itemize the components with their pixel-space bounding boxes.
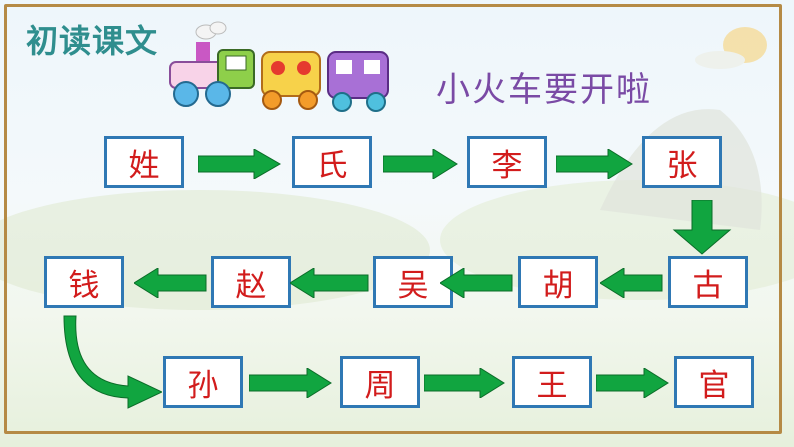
char-box: 氏 [292, 136, 372, 188]
arrow-left-icon [290, 268, 369, 298]
arrow-right-icon [556, 149, 633, 179]
char-box: 李 [467, 136, 547, 188]
arrow-left-icon [600, 268, 663, 298]
char-box: 王 [512, 356, 592, 408]
arrow-right-icon [424, 368, 505, 398]
arrow-right-icon [249, 368, 332, 398]
subtitle: 小火车要开啦 [436, 70, 652, 110]
char-box: 官 [674, 356, 754, 408]
arrow-left-icon [440, 268, 513, 298]
curved-arrow-icon [63, 315, 162, 409]
page-title: 初读课文 [26, 22, 159, 60]
slide-frame [4, 4, 782, 434]
arrow-right-icon [596, 368, 669, 398]
arrow-right-icon [198, 149, 282, 179]
train-icon [169, 21, 389, 112]
char-box: 孙 [163, 356, 243, 408]
char-box: 赵 [211, 256, 291, 308]
char-box: 古 [668, 256, 748, 308]
char-box: 周 [340, 356, 420, 408]
char-box: 张 [642, 136, 722, 188]
arrow-down-icon [672, 200, 732, 255]
arrow-right-icon [383, 149, 458, 179]
char-box: 胡 [518, 256, 598, 308]
char-box: 钱 [44, 256, 124, 308]
char-box: 姓 [104, 136, 184, 188]
arrow-left-icon [134, 268, 207, 298]
